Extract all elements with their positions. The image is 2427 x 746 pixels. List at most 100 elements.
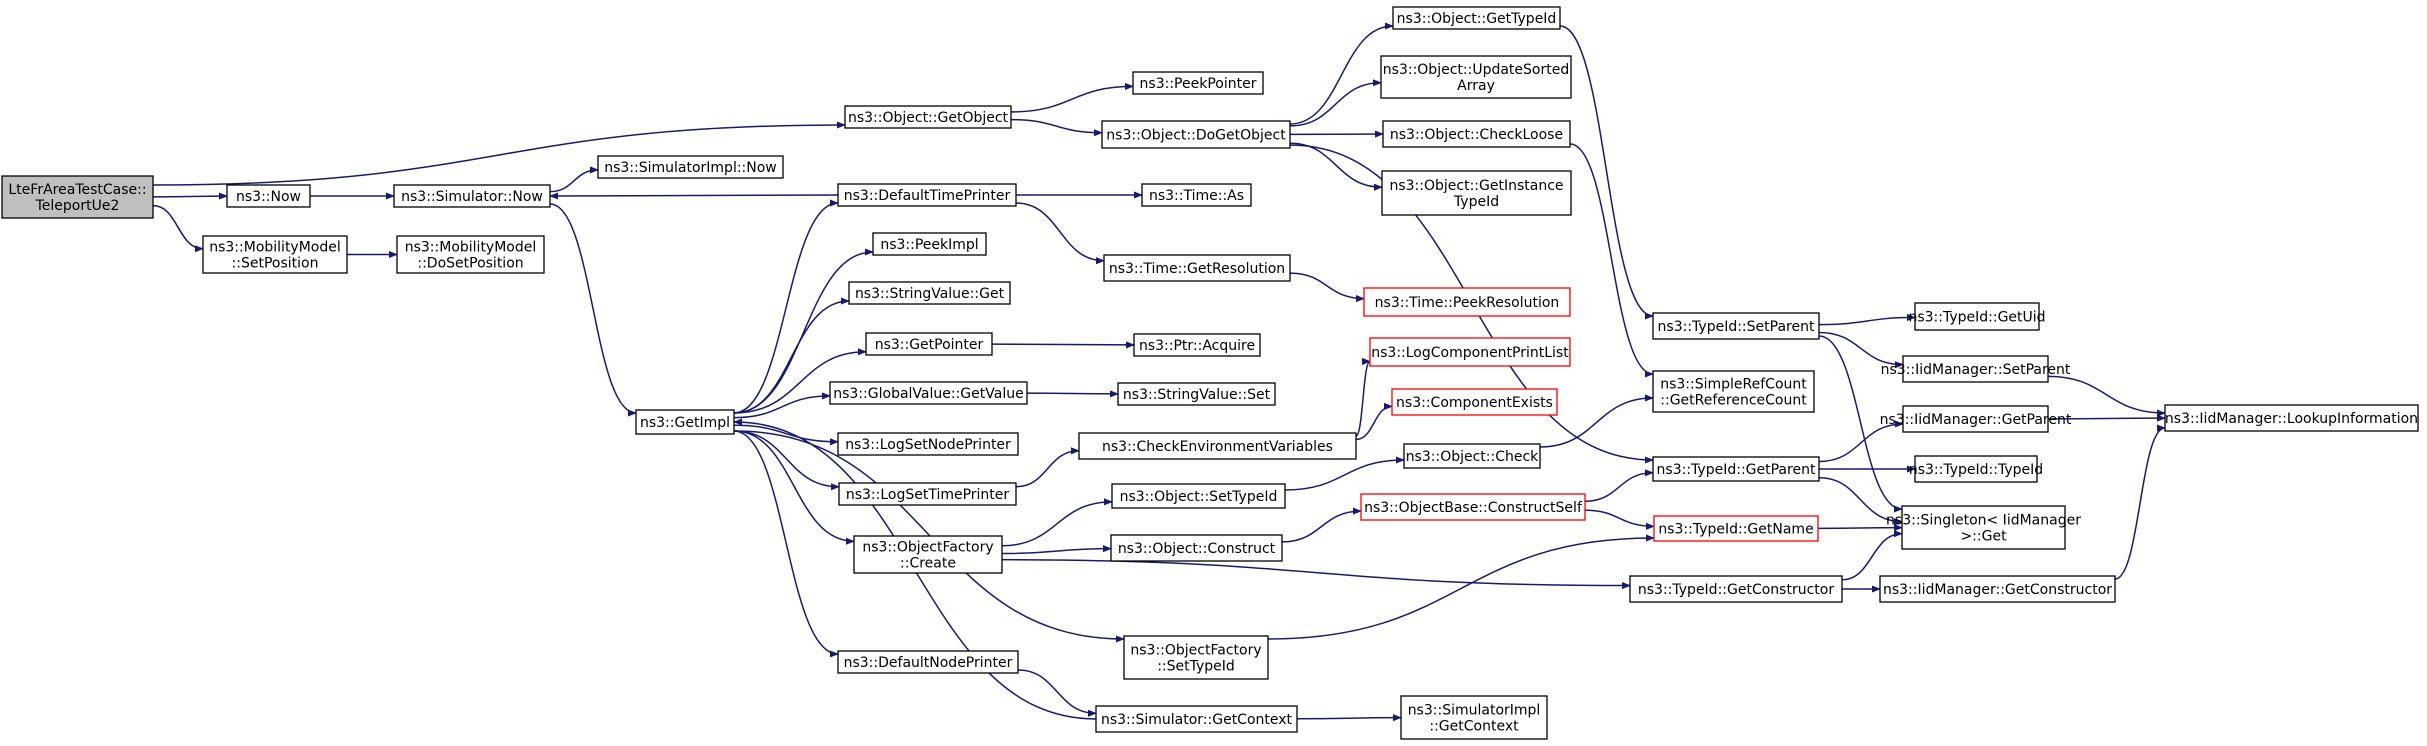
edge-obj_check-to-simplerefcount: [1539, 394, 1654, 448]
node-deftimeprinter[interactable]: ns3::DefaultTimePrinter: [837, 183, 1017, 207]
node-label: ns3::Object::SetTypeId: [1120, 489, 1278, 505]
node-label: ns3::MobilityModel: [209, 240, 341, 256]
edge-dogetobject-to-obj_getinstance: [1289, 142, 1383, 191]
edge-obj_checkloose-to-simplerefcount: [1569, 143, 1654, 378]
edge-logtimeprinter-to-checkenv: [1015, 447, 1080, 488]
node-obj_checkloose[interactable]: ns3::Object::CheckLoose: [1382, 120, 1571, 148]
node-obj_check[interactable]: ns3::Object::Check: [1403, 443, 1541, 469]
node-getobject[interactable]: ns3::Object::GetObject: [844, 105, 1012, 129]
node-box: [1133, 333, 1261, 357]
node-time_getres[interactable]: ns3::Time::GetResolution: [1103, 254, 1291, 282]
node-getimpl[interactable]: ns3::GetImpl: [635, 409, 735, 435]
node-gv_getvalue[interactable]: ns3::GlobalValue::GetValue: [829, 381, 1028, 405]
node-peekimpl[interactable]: ns3::PeekImpl: [872, 232, 987, 256]
node-tid_getparent[interactable]: ns3::TypeId::GetParent: [1652, 456, 1820, 482]
node-compexists[interactable]: ns3::ComponentExists: [1391, 388, 1558, 416]
node-peekpointer[interactable]: ns3::PeekPointer: [1132, 71, 1264, 95]
node-of_settypeid[interactable]: ns3::ObjectFactory::SetTypeId: [1123, 635, 1269, 680]
node-tid_getconstructor[interactable]: ns3::TypeId::GetConstructor: [1629, 575, 1843, 603]
node-mm_setpos[interactable]: ns3::MobilityModel::SetPosition: [202, 235, 348, 274]
node-sim_now[interactable]: ns3::Simulator::Now: [393, 184, 551, 208]
node-simimpl_getcontext[interactable]: ns3::SimulatorImpl::GetContext: [1400, 695, 1548, 740]
node-root[interactable]: LteFrAreaTestCase::TeleportUe2: [1, 175, 154, 219]
node-box: [872, 232, 987, 256]
node-obj_settypeid[interactable]: ns3::Object::SetTypeId: [1111, 483, 1286, 509]
node-label: ns3::GlobalValue::GetValue: [833, 386, 1023, 402]
edge-getimpl-to-strval_get: [733, 297, 850, 414]
node-simimpl_now[interactable]: ns3::SimulatorImpl::Now: [597, 155, 784, 179]
node-box: [1110, 534, 1283, 562]
edge-tid_getparent-to-singleton_get: [1818, 477, 1903, 526]
edge-obj_gettypeid-to-tid_setparent: [1559, 25, 1654, 320]
node-time_as[interactable]: ns3::Time::As: [1141, 183, 1252, 207]
node-box: [1403, 443, 1541, 469]
node-label: ns3::DefaultTimePrinter: [844, 188, 1011, 204]
node-strval_get[interactable]: ns3::StringValue::Get: [848, 281, 1011, 305]
edge-tid_setparent-to-iid_setparent: [1818, 331, 1904, 369]
node-tid_typeid[interactable]: ns3::TypeId::TypeId: [1909, 455, 2043, 483]
node-defnodeprinter[interactable]: ns3::DefaultNodePrinter: [837, 650, 1019, 674]
node-label: ns3::Singleton< IidManager: [1886, 513, 2081, 529]
node-lognodeprinter[interactable]: ns3::LogSetNodePrinter: [837, 432, 1019, 456]
node-box: [1382, 120, 1571, 148]
node-box: [853, 535, 1003, 574]
node-box: [1101, 120, 1291, 149]
node-box: [837, 432, 1019, 456]
node-label: ns3::LogComponentPrintList: [1371, 345, 1569, 361]
node-of_create[interactable]: ns3::ObjectFactory::Create: [853, 535, 1003, 574]
node-simplerefcount[interactable]: ns3::SimpleRefCount::GetReferenceCount: [1652, 370, 1815, 413]
node-iid_lookup[interactable]: ns3::IidManager::LookupInformation: [2164, 404, 2419, 432]
edge-getimpl-to-of_create: [733, 430, 855, 545]
edge-getimpl-to-deftimeprinter: [733, 199, 839, 414]
node-iid_getparent[interactable]: ns3::IidManager::GetParent: [1880, 405, 2072, 433]
node-box: [1095, 705, 1298, 733]
node-strval_set[interactable]: ns3::StringValue::Set: [1117, 382, 1276, 406]
edge-getimpl-to-getpointer: [733, 348, 867, 414]
node-label: ::GetContext: [1429, 719, 1519, 735]
node-tid_getuid[interactable]: ns3::TypeId::GetUid: [1908, 302, 2046, 331]
node-mm_dosetpos[interactable]: ns3::MobilityModel::DoSetPosition: [396, 235, 545, 274]
node-obj_gettypeid[interactable]: ns3::Object::GetTypeId: [1392, 6, 1561, 30]
node-label: ns3::Object::UpdateSorted: [1383, 62, 1569, 78]
edge-deftimeprinter-to-time_getres: [1015, 202, 1105, 265]
node-box: [838, 482, 1017, 506]
node-ob_constructself[interactable]: ns3::ObjectBase::ConstructSelf: [1360, 493, 1586, 521]
node-checkenv[interactable]: ns3::CheckEnvironmentVariables: [1078, 432, 1357, 460]
node-label: Array: [1457, 78, 1495, 94]
node-label: ::DoSetPosition: [417, 256, 523, 272]
node-obj_construct[interactable]: ns3::Object::Construct: [1110, 534, 1283, 562]
node-logtimeprinter[interactable]: ns3::LogSetTimePrinter: [838, 482, 1017, 506]
edge-tid_setparent-to-tid_getuid: [1818, 313, 1916, 326]
edge-ob_constructself-to-tid_getname: [1584, 509, 1655, 530]
node-box: [1381, 170, 1572, 216]
node-getpointer[interactable]: ns3::GetPointer: [865, 332, 993, 356]
node-dogetobject[interactable]: ns3::Object::DoGetObject: [1101, 120, 1291, 149]
node-tid_setparent[interactable]: ns3::TypeId::SetParent: [1652, 312, 1820, 340]
edge-root-to-getobject: [152, 121, 846, 186]
node-label: ns3::LogSetTimePrinter: [846, 487, 1010, 503]
node-iid_setparent[interactable]: ns3::IidManager::SetParent: [1881, 355, 2071, 383]
node-now[interactable]: ns3::Now: [226, 184, 311, 208]
node-iid_getconstructor[interactable]: ns3::IidManager::GetConstructor: [1879, 575, 2116, 603]
node-box: [1652, 456, 1820, 482]
node-label: ns3::MobilityModel: [405, 240, 537, 256]
node-box: [1380, 55, 1572, 99]
edge-of_create-to-obj_settypeid: [1001, 498, 1113, 547]
node-box: [1111, 483, 1286, 509]
node-box: [1363, 287, 1571, 317]
node-singleton_get[interactable]: ns3::Singleton< IidManager >::Get: [1886, 505, 2081, 550]
node-ptr_acquire[interactable]: ns3::Ptr::Acquire: [1133, 333, 1261, 357]
edge-root-to-mm_setpos: [152, 204, 204, 253]
node-label: ns3::Simulator::Now: [401, 189, 543, 205]
node-tid_getname[interactable]: ns3::TypeId::GetName: [1653, 515, 1819, 542]
edge-defnodeprinter-to-sim_getcontext: [1017, 669, 1097, 717]
node-sim_getcontext[interactable]: ns3::Simulator::GetContext: [1095, 705, 1298, 733]
node-label: ns3::TypeId::GetParent: [1657, 462, 1816, 478]
node-label: ::SetPosition: [232, 256, 319, 272]
node-logcomplist[interactable]: ns3::LogComponentPrintList: [1369, 337, 1571, 367]
node-label: ns3::IidManager::GetConstructor: [1883, 582, 2112, 598]
node-time_peekres[interactable]: ns3::Time::PeekResolution: [1363, 287, 1571, 317]
